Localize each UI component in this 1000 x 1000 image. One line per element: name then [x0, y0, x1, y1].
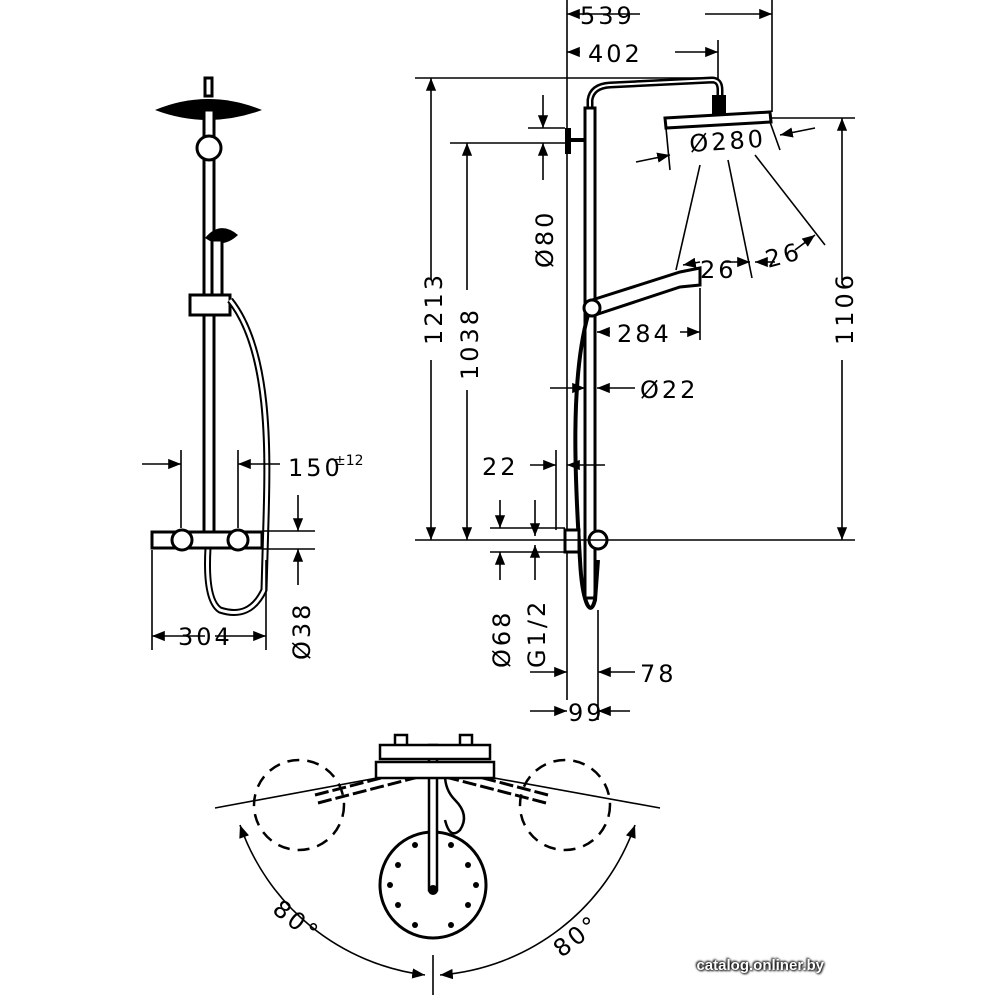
dim-swivel-left: 80°	[267, 894, 325, 948]
dim-tilt-right: 26	[762, 237, 805, 274]
dim-head-diameter: Ø280	[688, 125, 766, 158]
dim-reach-arm: 402	[588, 40, 643, 68]
dim-diameter-38: Ø38	[288, 602, 316, 660]
swivel-position-right	[518, 758, 612, 852]
dim-thread: G1/2	[523, 599, 551, 668]
dim-swivel-right: 80°	[548, 909, 606, 963]
dim-width: 304	[178, 623, 233, 651]
dim-hand-shower-length: 284	[617, 320, 672, 348]
top-cap	[203, 76, 214, 98]
swivel-position-left	[252, 758, 346, 852]
front-rod	[583, 106, 597, 600]
dim-depth-99: 99	[568, 699, 605, 727]
dim-offset: 22	[482, 453, 519, 481]
dim-depth-78: 78	[640, 660, 677, 688]
overhead-shower-side	[663, 110, 773, 130]
dim-spacing: 150	[288, 454, 343, 482]
dim-tilt-left: 26	[700, 256, 737, 284]
side-view	[142, 76, 315, 650]
shower-rod	[202, 108, 216, 537]
dim-reach-total: 539	[580, 2, 635, 30]
dim-spacing-tolerance: ±12	[334, 453, 364, 469]
holder	[188, 293, 232, 317]
hand-shower-side	[589, 266, 702, 316]
dim-total-height: 1213	[420, 272, 448, 345]
watermark: catalog.onliner.by	[696, 957, 824, 974]
dim-rod-diameter: Ø22	[640, 376, 698, 404]
dim-bracket-diameter: Ø80	[531, 210, 559, 268]
top-view	[214, 733, 661, 995]
dim-head-height: 1106	[831, 272, 859, 345]
dim-bracket-height: 1038	[456, 307, 484, 380]
dim-connection-diameter: Ø68	[488, 610, 516, 668]
front-view	[415, 0, 855, 720]
wall-bracket	[195, 134, 223, 162]
